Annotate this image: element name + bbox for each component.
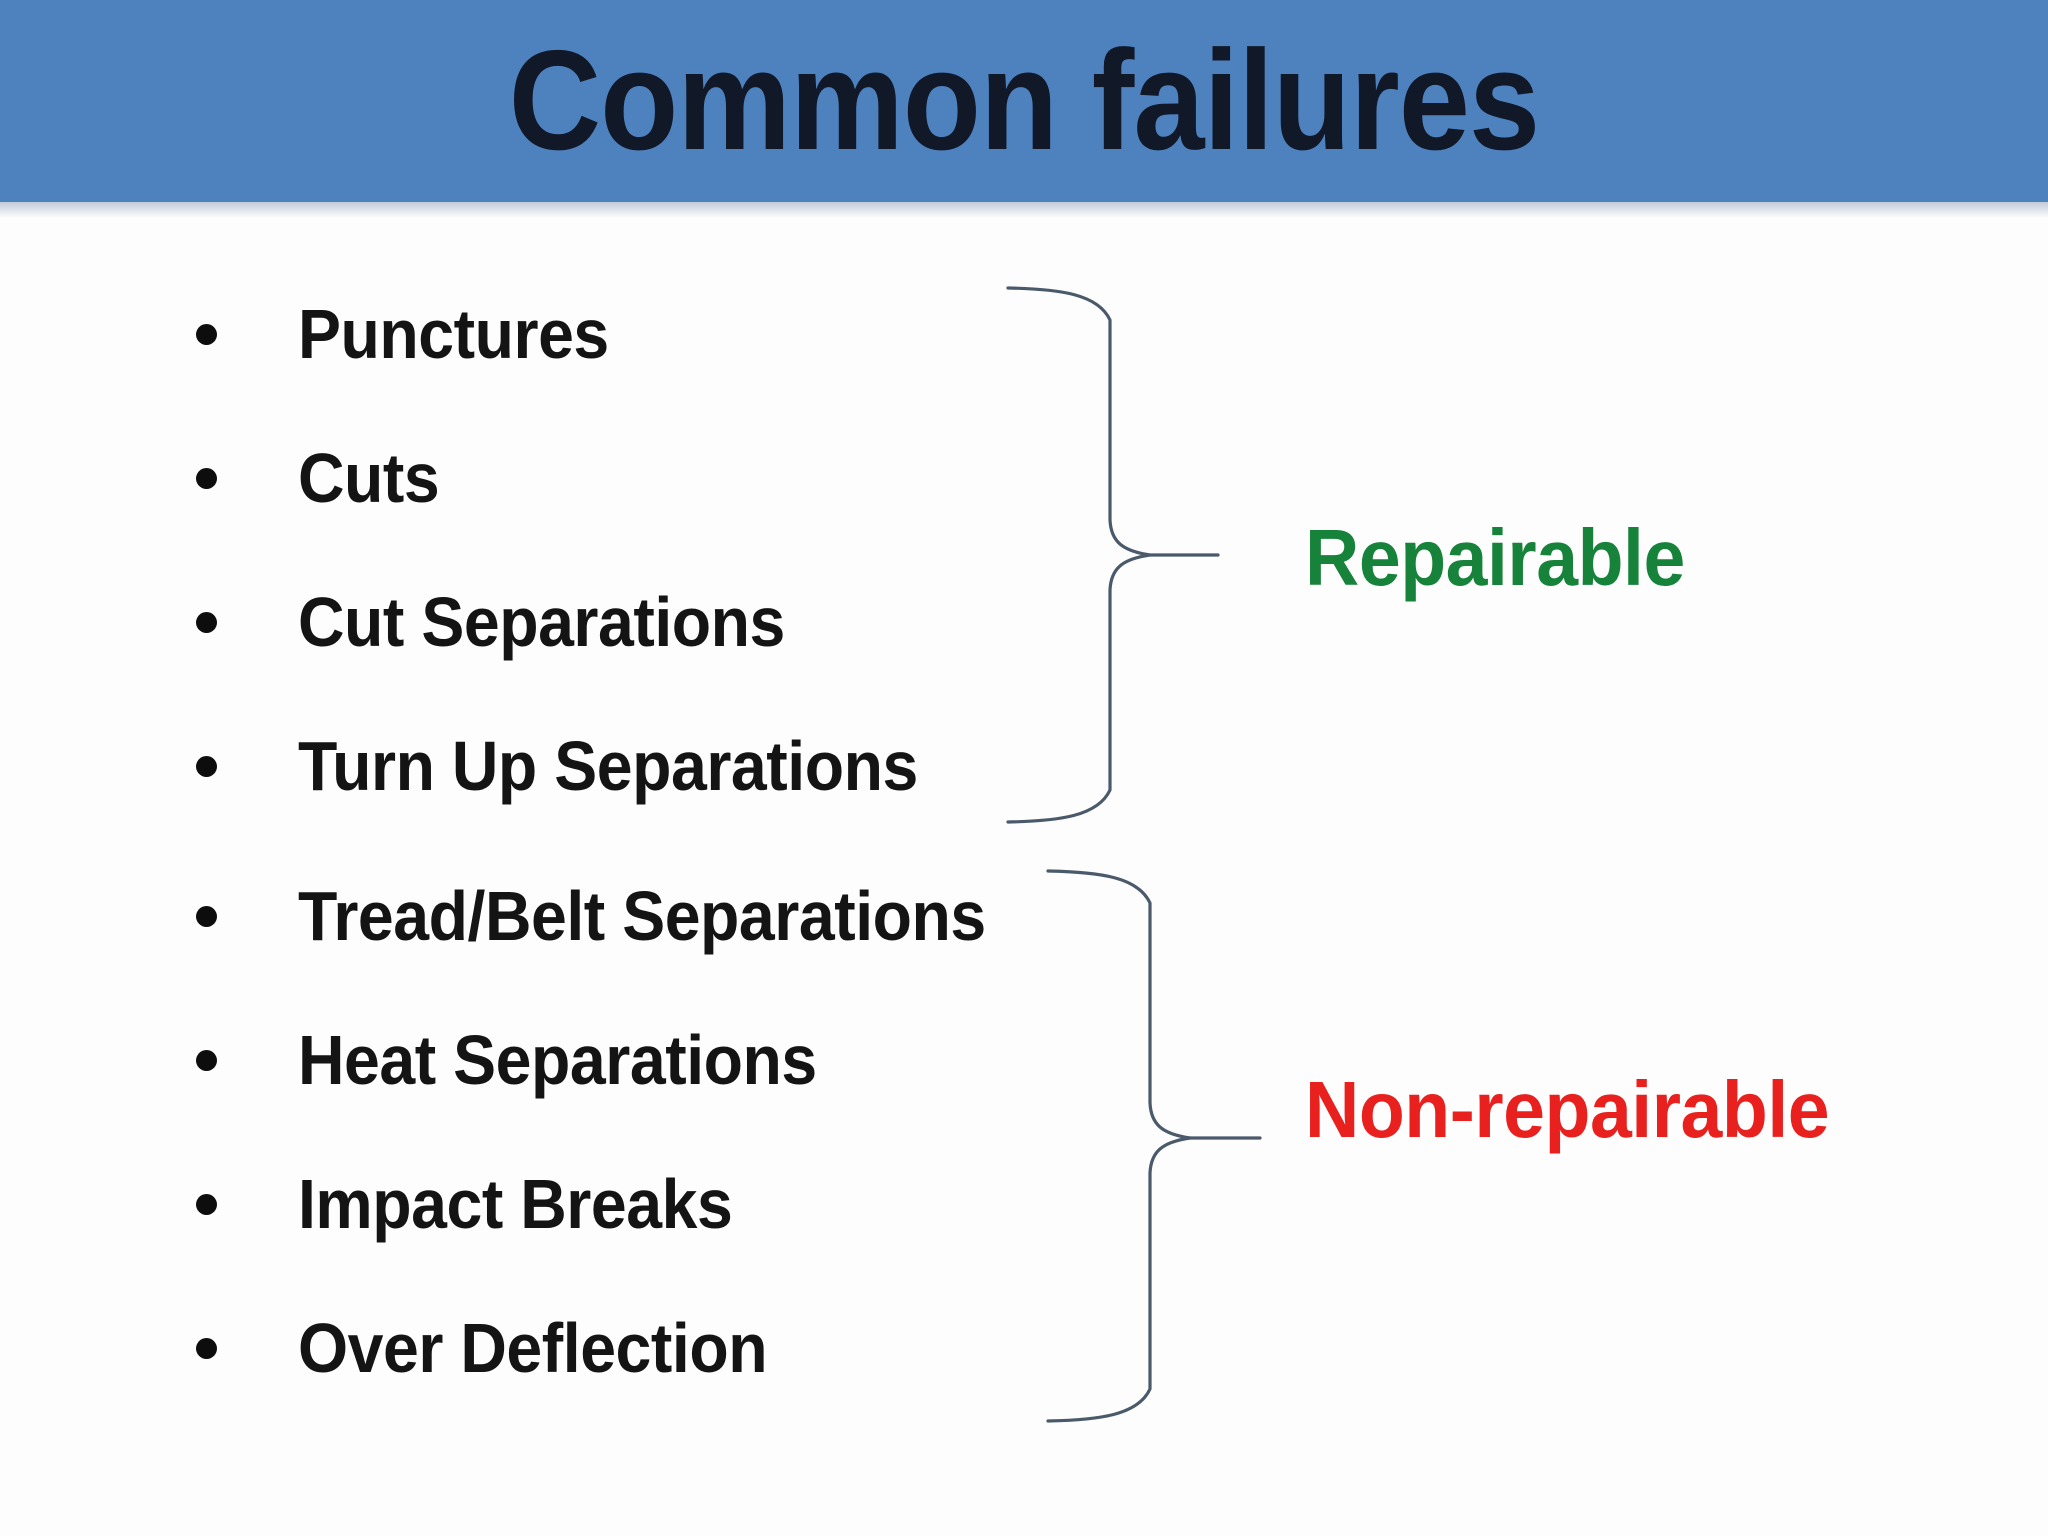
list-item-label: Impact Breaks [298, 1165, 733, 1243]
group-label-repairable: Repairable [1305, 513, 1685, 602]
bullet-dot-icon [196, 612, 217, 633]
list-item: Over Deflection [150, 1276, 1150, 1420]
bullet-dot-icon [196, 1194, 217, 1215]
list-item: Heat Separations [150, 988, 1150, 1132]
list-item-label: Punctures [298, 295, 609, 373]
list-item-label: Cut Separations [298, 583, 785, 661]
list-item-label: Tread/Belt Separations [298, 877, 986, 955]
list-item: Tread/Belt Separations [150, 844, 1150, 988]
list-item-label: Cuts [298, 439, 440, 517]
bullet-dot-icon [196, 468, 217, 489]
list-item: Punctures [150, 262, 1150, 406]
list-item-label: Over Deflection [298, 1309, 768, 1387]
group-label-non-repairable: Non-repairable [1305, 1065, 1830, 1154]
page-title: Common failures [508, 21, 1540, 180]
title-band [0, 0, 2048, 202]
list-item: Impact Breaks [150, 1132, 1150, 1276]
bullet-dot-icon [196, 324, 217, 345]
bullet-dot-icon [196, 1050, 217, 1071]
title-band-shadow [0, 202, 2048, 218]
curly-brace-non-repairable-icon [1046, 869, 1262, 1423]
bullet-dot-icon [196, 1338, 217, 1359]
curly-brace-repairable-icon [1006, 286, 1220, 824]
list-item: Turn Up Separations [150, 694, 1150, 838]
failure-list: Punctures Cuts Cut Separations Turn Up S… [150, 262, 1150, 1420]
list-item-label: Heat Separations [298, 1021, 817, 1099]
list-item-label: Turn Up Separations [298, 727, 918, 805]
list-item: Cuts [150, 406, 1150, 550]
bullet-dot-icon [196, 756, 217, 777]
list-item: Cut Separations [150, 550, 1150, 694]
bullet-dot-icon [196, 906, 217, 927]
